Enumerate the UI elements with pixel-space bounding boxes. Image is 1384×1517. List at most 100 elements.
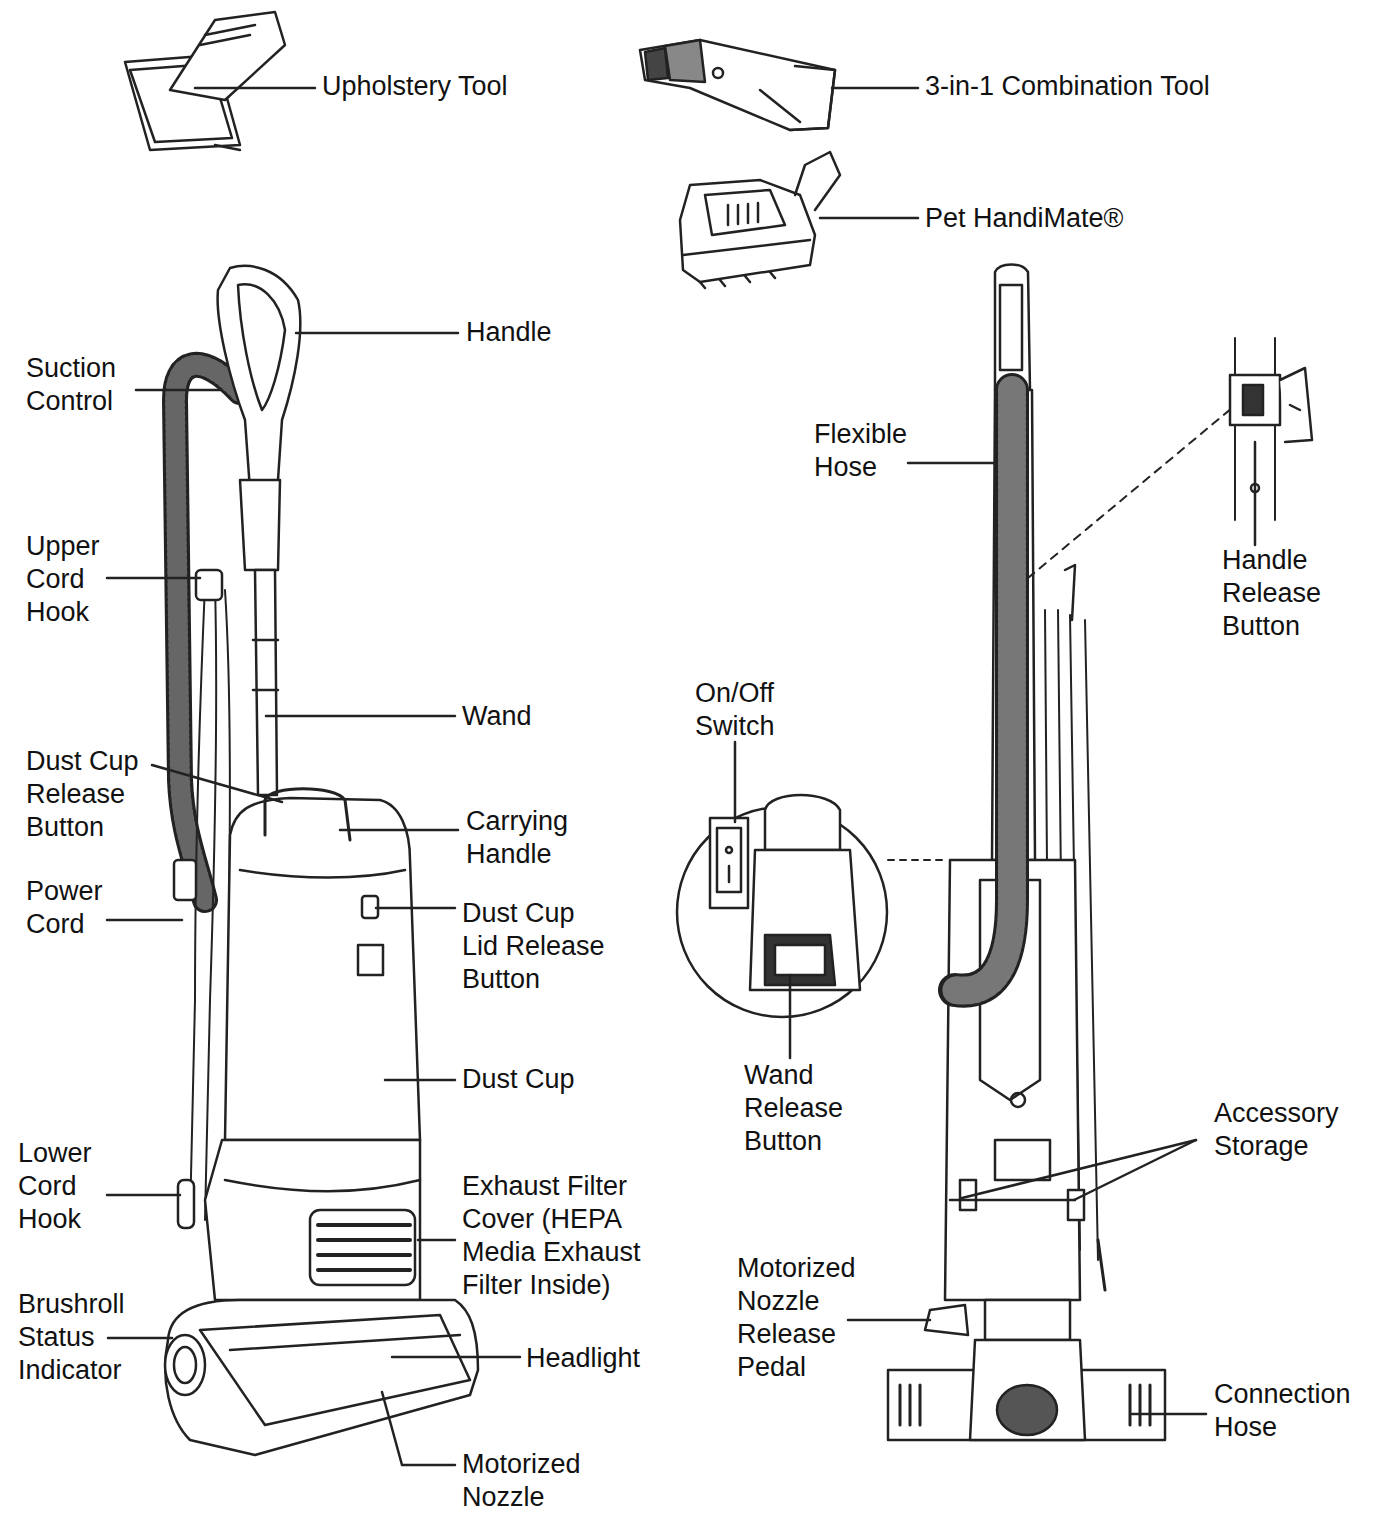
combination-tool	[790, 66, 835, 130]
handle-release-detail	[1290, 405, 1300, 410]
leader-line	[1132, 1413, 1206, 1416]
part-label: Dust Cup	[462, 1063, 632, 1096]
part-label: 3-in-1 Combination Tool	[925, 70, 1345, 103]
left-vacuum	[225, 798, 420, 1140]
combination-tool	[760, 90, 800, 122]
pet-handimate-tool	[705, 190, 785, 235]
switch-zoom-detail	[765, 935, 835, 985]
leader-line	[1254, 442, 1257, 545]
switch-zoom-detail	[750, 850, 860, 990]
leader-line	[266, 715, 455, 718]
leader-line	[152, 765, 282, 802]
right-vacuum	[970, 1340, 1085, 1440]
upholstery-tool	[200, 35, 250, 45]
leader-line	[107, 577, 200, 580]
part-label: Motorized Nozzle	[462, 1448, 612, 1514]
handle-release-detail	[1280, 368, 1312, 442]
right-vacuum	[995, 1140, 1050, 1180]
leader-line	[789, 975, 792, 1058]
right-vacuum	[1098, 1240, 1105, 1290]
left-vacuum	[165, 266, 478, 1455]
leader-line	[734, 742, 737, 822]
left-vacuum	[174, 860, 196, 900]
leader-line	[848, 1319, 930, 1322]
leader-line	[195, 87, 315, 90]
leader-line	[108, 1337, 172, 1340]
handle-release-detail	[1028, 338, 1312, 578]
combination-tool	[665, 40, 705, 82]
switch-zoom-detail	[888, 859, 945, 861]
left-vacuum	[230, 1335, 460, 1350]
leader-line	[340, 829, 458, 832]
pet-handimate-tool	[700, 272, 775, 288]
switch-zoom-detail	[775, 945, 825, 975]
leader-line	[107, 88, 1255, 1465]
right-vacuum	[955, 390, 1012, 991]
left-vacuum	[190, 585, 205, 1220]
part-label: Wand	[462, 700, 612, 733]
leader-line	[1074, 1140, 1196, 1200]
part-label: Accessory Storage	[1214, 1097, 1374, 1163]
part-label: Carrying Handle	[466, 805, 616, 871]
leader-line	[385, 1079, 455, 1082]
pet-handimate-tool	[680, 152, 840, 288]
right-vacuum	[1065, 565, 1075, 620]
left-vacuum	[318, 1225, 410, 1270]
part-label: Handle Release Button	[1222, 544, 1352, 643]
combination-tool	[640, 40, 835, 130]
right-vacuum	[955, 390, 1012, 991]
left-vacuum	[165, 1335, 205, 1395]
left-vacuum	[240, 480, 280, 570]
right-vacuum	[985, 1300, 1070, 1340]
pet-handimate-tool	[683, 240, 810, 255]
part-label: Suction Control	[26, 352, 156, 418]
combination-tool	[645, 48, 668, 80]
left-vacuum	[205, 1140, 420, 1300]
leader-line	[107, 919, 182, 922]
handle-release-detail	[1028, 408, 1232, 578]
left-vacuum	[225, 1180, 420, 1191]
switch-zoom-detail	[728, 866, 731, 882]
left-vacuum	[178, 1180, 194, 1228]
right-vacuum	[900, 1385, 1150, 1425]
leader-line	[962, 1140, 1196, 1198]
part-label: Dust Cup Lid Release Button	[462, 897, 612, 996]
part-label: Dust Cup Release Button	[26, 745, 166, 844]
switch-zoom-detail	[677, 795, 945, 1017]
part-label: Motorized Nozzle Release Pedal	[737, 1252, 887, 1384]
right-vacuum	[888, 265, 1165, 1441]
part-label: Handle	[466, 316, 626, 349]
handle-release-detail	[1230, 375, 1280, 425]
right-vacuum	[1000, 285, 1022, 370]
leader-line	[908, 462, 995, 465]
right-vacuum	[997, 1385, 1057, 1435]
switch-zoom-detail	[710, 818, 748, 908]
leader-line	[296, 332, 458, 335]
part-label: Upper Cord Hook	[26, 530, 126, 629]
part-label: Lower Cord Hook	[18, 1137, 118, 1236]
part-label: Brushroll Status Indicator	[18, 1288, 158, 1387]
part-label: On/Off Switch	[695, 677, 825, 743]
left-vacuum	[253, 640, 278, 690]
part-label: Pet HandiMate®	[925, 202, 1225, 235]
pet-handimate-tool	[728, 203, 758, 225]
left-vacuum	[255, 570, 277, 795]
combination-tool	[713, 68, 723, 78]
pet-handimate-tool	[795, 152, 840, 210]
right-vacuum	[950, 1199, 1075, 1202]
left-vacuum	[218, 266, 301, 490]
left-vacuum	[196, 570, 222, 600]
leader-line	[376, 907, 455, 910]
part-label: Flexible Hose	[814, 418, 944, 484]
leader-line	[107, 1194, 180, 1197]
left-vacuum	[165, 1300, 478, 1455]
right-vacuum	[1011, 1093, 1025, 1107]
leader-line	[392, 1356, 520, 1359]
upholstery-tool	[205, 25, 255, 35]
part-label: Upholstery Tool	[322, 70, 582, 103]
handle-release-detail	[1243, 385, 1263, 415]
part-label: Connection Hose	[1214, 1378, 1379, 1444]
combination-tool	[640, 40, 835, 130]
